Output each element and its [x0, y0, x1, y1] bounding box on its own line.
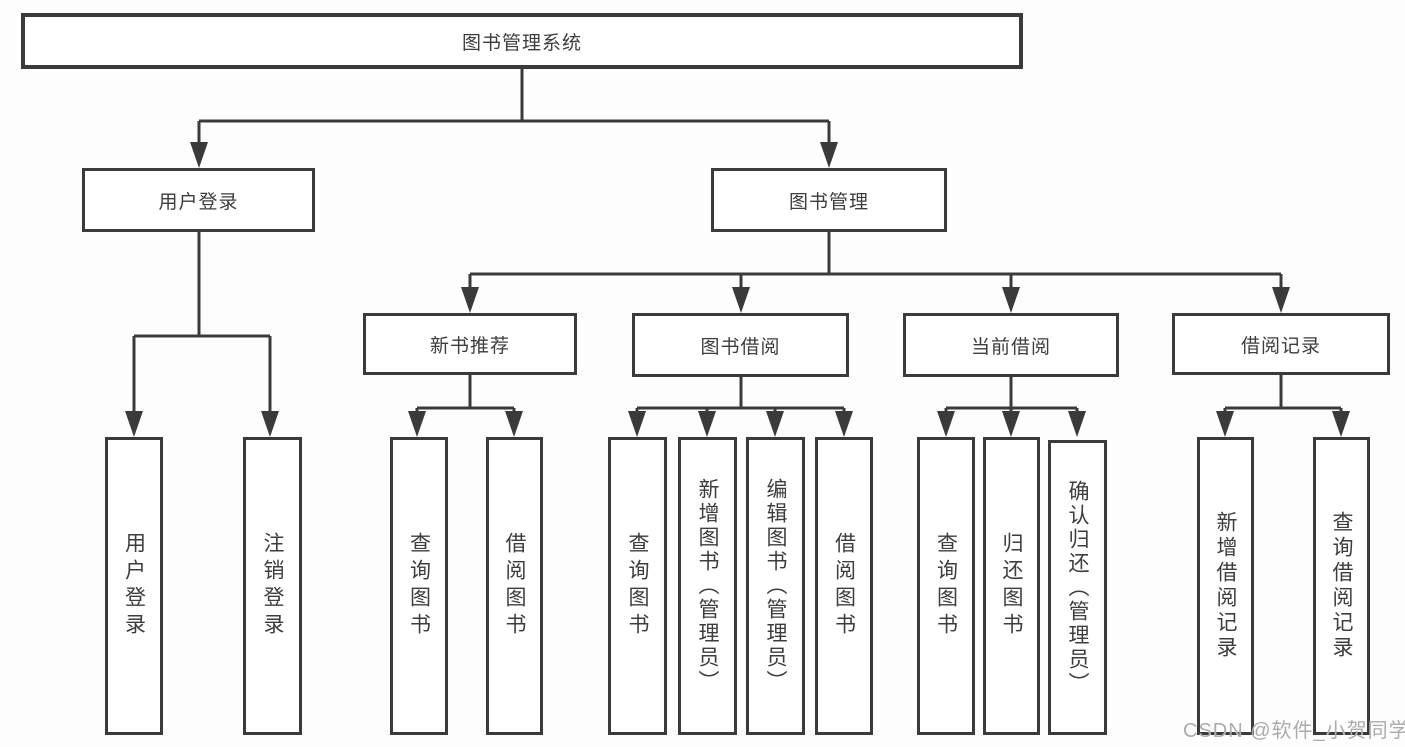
- node-box-leaf-logout: 注销登录: [243, 437, 302, 735]
- node-label-new-book-recommend: 新书推荐: [429, 335, 510, 357]
- node-label-system-root: 图书管理系统: [461, 32, 582, 54]
- node-label-leaf-return-books: 归还图书: [1000, 532, 1024, 640]
- node-box-book-management: 图书管理: [711, 168, 947, 232]
- node-label-leaf-add-borrow-record: 新增借阅记录: [1214, 511, 1238, 661]
- node-box-leaf-edit-books-admin: 编辑图书（管理员）: [746, 437, 805, 735]
- node-label-book-borrowing: 图书借阅: [700, 336, 781, 358]
- node-label-leaf-add-books-admin: 新增图书（管理员）: [696, 478, 720, 694]
- node-box-leaf-add-books-admin: 新增图书（管理员）: [678, 437, 737, 735]
- node-label-user-login: 用户登录: [158, 191, 239, 213]
- node-label-borrowing-records: 借阅记录: [1240, 335, 1321, 357]
- node-box-leaf-borrow-books-1: 借阅图书: [486, 437, 543, 735]
- node-box-leaf-return-books: 归还图书: [983, 437, 1040, 735]
- node-box-current-borrowing: 当前借阅: [903, 313, 1119, 377]
- node-label-leaf-borrow-books-1: 借阅图书: [503, 532, 527, 640]
- node-box-leaf-borrow-books-2: 借阅图书: [815, 437, 873, 735]
- node-label-leaf-query-borrow-record: 查询借阅记录: [1330, 511, 1354, 661]
- node-box-system-root: 图书管理系统: [21, 13, 1023, 69]
- node-label-leaf-edit-books-admin: 编辑图书（管理员）: [764, 478, 788, 694]
- node-label-leaf-logout: 注销登录: [261, 532, 285, 640]
- node-label-leaf-query-books-3: 查询图书: [934, 532, 958, 640]
- node-box-new-book-recommend: 新书推荐: [363, 313, 577, 375]
- node-box-user-login: 用户登录: [82, 168, 315, 232]
- node-box-borrowing-records: 借阅记录: [1172, 313, 1390, 375]
- node-box-leaf-user-login: 用户登录: [105, 437, 163, 735]
- node-box-leaf-add-borrow-record: 新增借阅记录: [1197, 437, 1254, 735]
- node-label-book-management: 图书管理: [788, 191, 869, 213]
- node-box-book-borrowing: 图书借阅: [632, 313, 849, 377]
- node-label-leaf-user-login: 用户登录: [122, 532, 146, 640]
- node-box-leaf-query-books-2: 查询图书: [608, 437, 667, 735]
- node-label-leaf-query-books-2: 查询图书: [626, 532, 650, 640]
- node-box-leaf-query-borrow-record: 查询借阅记录: [1313, 437, 1370, 735]
- node-box-leaf-query-books-3: 查询图书: [917, 437, 975, 735]
- node-label-leaf-confirm-return-admin: 确认归还（管理员）: [1066, 479, 1090, 696]
- node-label-leaf-borrow-books-2: 借阅图书: [832, 532, 856, 640]
- csdn-watermark: CSDN @软件_小贺同学: [1183, 720, 1405, 742]
- node-label-leaf-query-books-1: 查询图书: [407, 532, 431, 640]
- node-label-current-borrowing: 当前借阅: [970, 336, 1051, 358]
- node-box-leaf-query-books-1: 查询图书: [390, 437, 448, 735]
- node-box-leaf-confirm-return-admin: 确认归还（管理员）: [1048, 440, 1107, 735]
